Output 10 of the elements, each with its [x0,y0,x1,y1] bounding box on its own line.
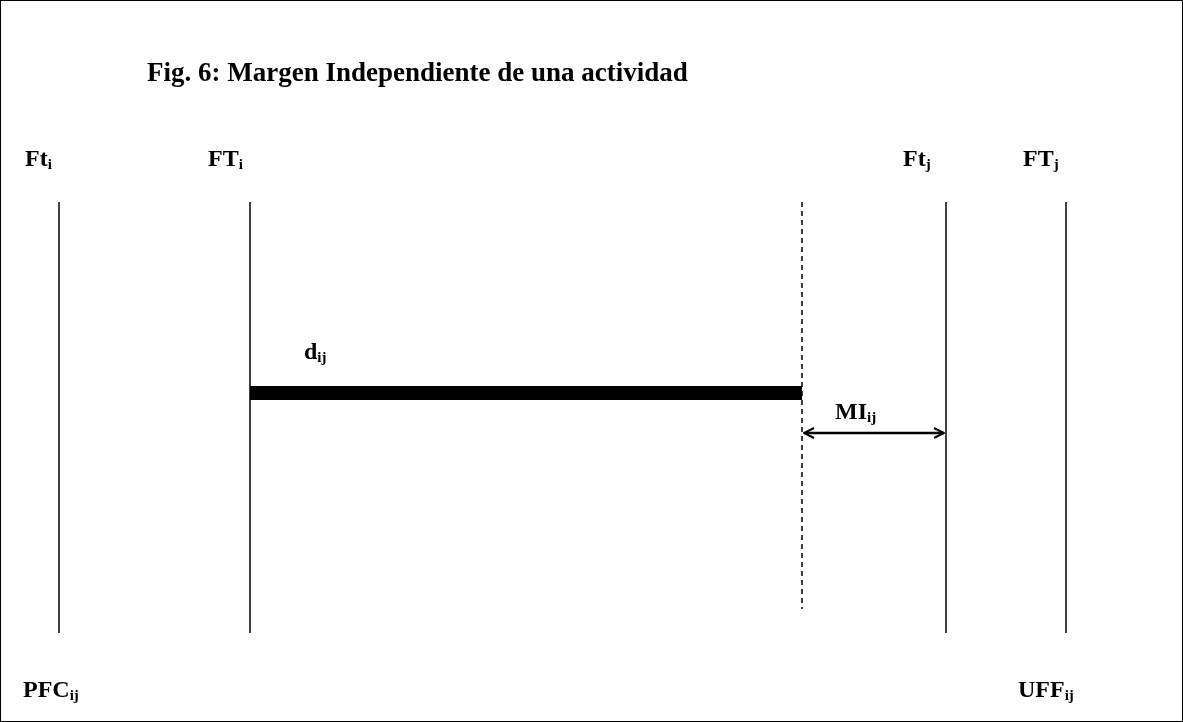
time-label: FT$_{j}$ [1023,144,1059,174]
margin-label: MI$_{ij}$ [835,397,877,427]
duration-bar [250,386,802,400]
time-label: PFC$_{ij}$ [23,675,79,705]
time-label: Ft$_{j}$ [903,144,931,174]
time-label: FT$_{i}$ [208,144,243,174]
figure-title: Fig. 6: Margen Independiente de una actividad [147,56,688,88]
time-label: Ft$_{i}$ [25,144,52,174]
duration-label: d$_{ij}$ [304,337,327,367]
time-label: UFF$_{ij}$ [1018,675,1074,705]
